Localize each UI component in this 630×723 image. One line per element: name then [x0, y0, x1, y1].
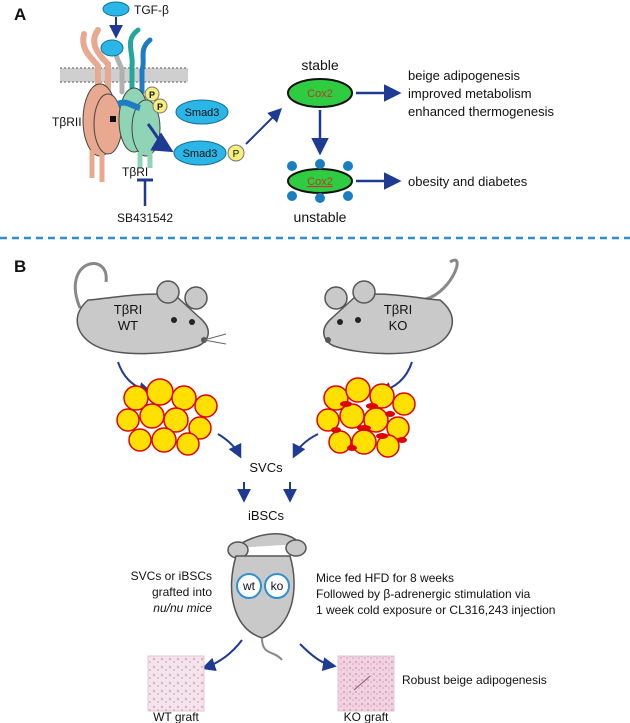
hfd-note-line2: Followed by β-adrenergic stimulation via: [316, 587, 531, 601]
receptor-phospho: [144, 86, 160, 102]
receptor-phospho-label-2: P: [157, 102, 163, 112]
hfd-note-line1: Mice fed HFD for 8 weeks: [316, 571, 454, 585]
wt-graft-site: [236, 573, 262, 599]
smad3-phosphorylated: [173, 140, 227, 166]
svcs-label: SVCs: [249, 460, 283, 475]
ibscs-label: iBSCs: [248, 508, 285, 523]
smad3-unphosphorylated: [175, 99, 229, 125]
bound-ligand: [100, 39, 124, 57]
mouse-wt: [73, 262, 227, 355]
robust-note: Robust beige adipogenesis: [402, 673, 547, 687]
stable-label: stable: [301, 57, 339, 73]
cox2-stable: [287, 78, 353, 108]
mouse-ko-line2: KO: [389, 318, 408, 333]
outcome-thermogenesis: enhanced thermogenesis: [408, 104, 554, 119]
mouse-ko: [323, 258, 459, 355]
tbri-label: TβRI: [122, 165, 148, 179]
ko-histology-vessel: [353, 675, 371, 691]
tgf-beta-ligand: [102, 1, 130, 17]
fat-cells-ko: [316, 377, 416, 458]
to-ko-graft-arrow: [299, 643, 337, 672]
ko-circle-label: ko: [271, 579, 284, 593]
tbrii-receptor: [82, 83, 123, 182]
receptor-phospho-2: [152, 98, 168, 114]
ko-graft-site: [264, 573, 290, 599]
wt-graft-label: WT graft: [153, 710, 199, 723]
fat-cells-wt: [116, 378, 218, 456]
mouse-wt-line2: WT: [118, 318, 138, 333]
to-wt-graft-arrow: [201, 639, 243, 672]
ko-graft-histology: [337, 655, 395, 712]
mouse-wt-line1: TβRI: [114, 302, 142, 317]
receptor-phospho-label: P: [149, 90, 155, 100]
cox2-stable-label: Cox2: [307, 88, 333, 100]
unstable-label: unstable: [294, 209, 347, 225]
smad-phosphorylation-arrow: [146, 123, 174, 153]
inhibitor-label: SB431542: [117, 211, 173, 225]
cox2-unstable: [287, 159, 353, 203]
tgf-beta-label: TGF-β: [134, 3, 169, 17]
graft-note-line1: SVCs or iBSCs: [131, 569, 212, 583]
wt-fat-to-svcs-arrow: [217, 433, 242, 459]
wt-circle-label: wt: [242, 579, 256, 593]
smad3-phospho-label: P: [233, 149, 240, 160]
smad-to-cox2-arrow: [245, 108, 282, 145]
outcome-obesity: obesity and diabetes: [408, 174, 528, 189]
smad3-top-label: Smad3: [185, 107, 220, 119]
kinase-linker: [116, 99, 141, 111]
graft-note-line2: grafted into: [152, 585, 212, 599]
panel-b-letter: B: [14, 257, 26, 276]
panel-a-letter: A: [14, 5, 26, 24]
outcome-beige: beige adipogenesis: [408, 68, 521, 83]
smad3-bottom-label: Smad3: [183, 148, 218, 160]
cox2-unstable-label: Cox2: [307, 176, 333, 188]
mouse-ko-line1: TβRI: [384, 302, 412, 317]
graft-note-line3: nu/nu mice: [153, 601, 212, 615]
ko-fat-to-svcs-arrow: [292, 433, 319, 459]
nude-mouse: [227, 533, 307, 661]
ko-graft-label: KO graft: [344, 710, 389, 723]
tbrii-label: TβRII: [52, 115, 82, 129]
hfd-note-line3: 1 week cold exposure or CL316,243 inject…: [316, 603, 555, 617]
smad3-phospho: [227, 144, 245, 162]
wt-graft-histology: [147, 655, 205, 712]
outcome-metabolism: improved metabolism: [408, 86, 532, 101]
